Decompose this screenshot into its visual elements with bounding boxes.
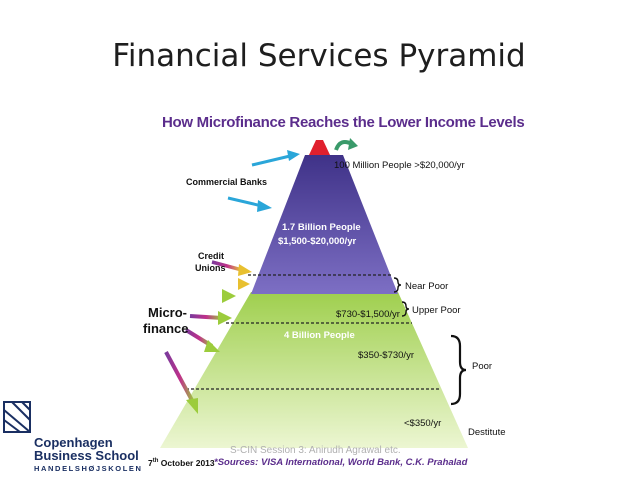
curved-arrow-head bbox=[348, 138, 358, 150]
bracket-upper-poor bbox=[401, 301, 410, 317]
bracket-near-poor bbox=[393, 277, 402, 293]
label-microfinance-2: finance bbox=[143, 321, 189, 336]
label-top-income: 100 Million People >$20,000/yr bbox=[334, 160, 465, 171]
microfinance-arrows bbox=[164, 289, 236, 414]
label-credit-unions-1: Credit bbox=[198, 251, 225, 261]
commercial-bank-arrows bbox=[227, 150, 300, 212]
footer-date: 7th October 2013 bbox=[148, 458, 215, 468]
bracket-poor bbox=[450, 334, 467, 406]
slide-title: Financial Services Pyramid bbox=[112, 38, 526, 74]
label-commercial-banks: Commercial Banks bbox=[186, 177, 268, 187]
pyramid-purple-section bbox=[251, 155, 398, 294]
slide-reference: S-CIN Session 3: Anirudh Agrawal etc. bbox=[230, 445, 401, 456]
label-band-low: <$350/yr bbox=[404, 418, 442, 429]
pyramid-apex bbox=[309, 140, 330, 155]
label-microfinance-1: Micro- bbox=[148, 305, 187, 320]
cbs-logo-icon bbox=[3, 401, 31, 433]
diagram-subtitle: How Microfinance Reaches the Lower Incom… bbox=[162, 114, 525, 131]
pyramid-green-section bbox=[160, 292, 468, 448]
label-band-upper: $730-$1,500/yr bbox=[336, 309, 400, 320]
footer-sources: *Sources: VISA International, World Bank… bbox=[214, 457, 468, 468]
label-upper-poor: Upper Poor bbox=[412, 305, 461, 316]
credit-union-arrows bbox=[211, 260, 252, 290]
label-green-people: 4 Billion People bbox=[284, 330, 355, 341]
label-purple-people: 1.7 Billion People bbox=[282, 222, 361, 233]
label-band-mid: $350-$730/yr bbox=[358, 350, 414, 361]
label-poor: Poor bbox=[472, 361, 493, 372]
label-near-poor: Near Poor bbox=[405, 281, 449, 292]
label-purple-income: $1,500-$20,000/yr bbox=[278, 236, 357, 247]
label-credit-unions-2: Unions bbox=[195, 263, 226, 273]
label-destitute: Destitute bbox=[468, 427, 506, 438]
cbs-logo-text: Copenhagen Business School HANDELSHØJSKO… bbox=[34, 435, 143, 473]
